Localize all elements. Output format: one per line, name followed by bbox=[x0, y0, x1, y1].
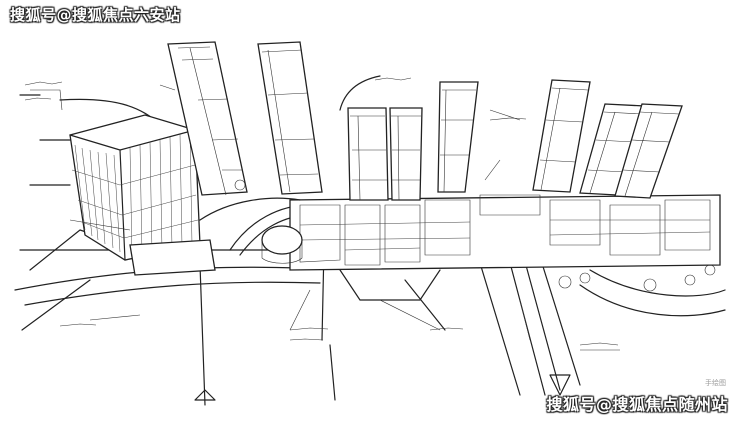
tower-d bbox=[389, 107, 423, 201]
tower-f bbox=[532, 79, 591, 193]
tower-e bbox=[437, 81, 479, 193]
tower-c bbox=[347, 107, 389, 201]
watermark-bottom: 搜狐号@搜狐焦点随州站 bbox=[546, 395, 728, 414]
podium-buildings bbox=[199, 194, 721, 271]
tower-a bbox=[167, 41, 248, 196]
annotation-leaders bbox=[24, 77, 620, 351]
caption-hand-drawing: 手绘图 bbox=[705, 379, 726, 387]
tower-h bbox=[614, 103, 683, 199]
watermark-top: 搜狐号@搜狐焦点六安站 bbox=[10, 6, 181, 24]
left-tower-block bbox=[69, 114, 216, 276]
trees bbox=[234, 179, 716, 292]
high-rise-towers bbox=[167, 41, 683, 201]
ground-roads bbox=[14, 75, 726, 406]
tower-b bbox=[257, 41, 323, 195]
